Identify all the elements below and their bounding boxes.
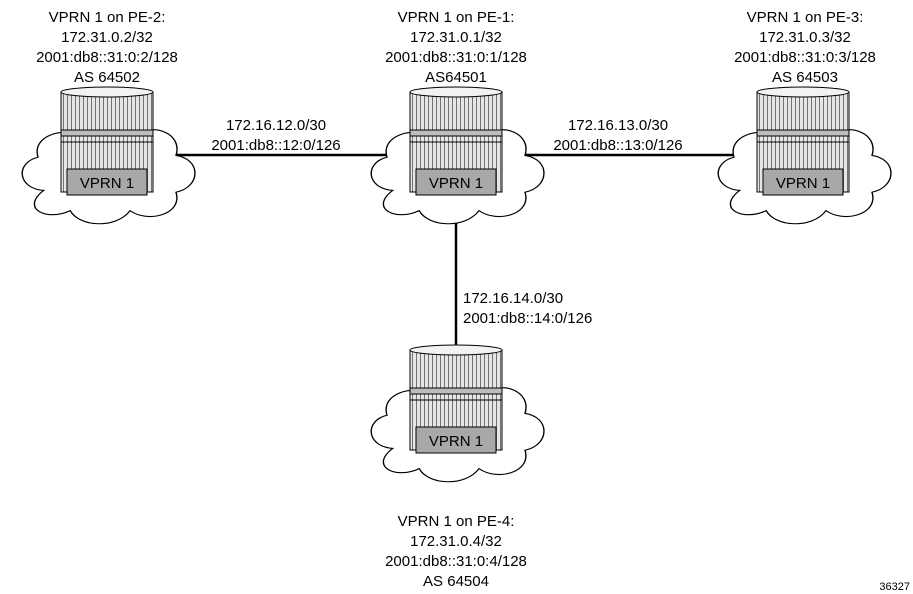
vprn-label: VPRN 1	[429, 175, 483, 192]
link-pe1-pe3-ipv4: 172.16.13.0/30	[568, 117, 668, 134]
pe4-title: VPRN 1 on PE-4:	[398, 513, 515, 530]
pe4-ipv6: 2001:db8::31:0:4/128	[385, 553, 527, 570]
pe4-ipv4: 172.31.0.4/32	[410, 533, 502, 550]
pe2-info: VPRN 1 on PE-2: 172.31.0.2/32 2001:db8::…	[36, 9, 178, 86]
pe3-ipv4: 172.31.0.3/32	[759, 29, 851, 46]
pe1-ipv6: 2001:db8::31:0:1/128	[385, 49, 527, 66]
pe3-ipv6: 2001:db8::31:0:3/128	[734, 49, 876, 66]
link-pe1-pe4-ipv6: 2001:db8::14:0/126	[463, 310, 592, 327]
link-pe1-pe4-ipv4: 172.16.14.0/30	[463, 290, 563, 307]
pe2-ipv6: 2001:db8::31:0:2/128	[36, 49, 178, 66]
link-pe1-pe3-ipv6: 2001:db8::13:0/126	[553, 137, 682, 154]
link-pe1-pe2-labels: 172.16.12.0/30 2001:db8::12:0/126	[211, 117, 340, 154]
pe4-as: AS 64504	[423, 573, 489, 590]
node-pe4: VPRN 1	[370, 344, 545, 483]
vprn-label-box	[415, 426, 497, 454]
vprn-label: VPRN 1	[776, 175, 830, 192]
pe1-title: VPRN 1 on PE-1:	[398, 9, 515, 26]
link-pe1-pe2-ipv4: 172.16.12.0/30	[226, 117, 326, 134]
link-pe1-pe3-labels: 172.16.13.0/30 2001:db8::13:0/126	[553, 117, 682, 154]
pe3-info: VPRN 1 on PE-3: 172.31.0.3/32 2001:db8::…	[734, 9, 876, 86]
vprn-label-box	[762, 168, 844, 196]
figure-id: 36327	[879, 581, 910, 593]
pe1-as: AS64501	[425, 69, 487, 86]
vprn-label: VPRN 1	[429, 433, 483, 450]
node-pe3: VPRN 1	[717, 86, 892, 225]
pe3-title: VPRN 1 on PE-3:	[747, 9, 864, 26]
pe1-ipv4: 172.31.0.1/32	[410, 29, 502, 46]
pe2-title: VPRN 1 on PE-2:	[49, 9, 166, 26]
link-pe1-pe4-labels: 172.16.14.0/30 2001:db8::14:0/126	[463, 290, 592, 327]
pe4-info: VPRN 1 on PE-4: 172.31.0.4/32 2001:db8::…	[385, 513, 527, 590]
node-pe2: VPRN 1	[21, 86, 196, 225]
pe1-info: VPRN 1 on PE-1: 172.31.0.1/32 2001:db8::…	[385, 9, 527, 86]
pe2-as: AS 64502	[74, 69, 140, 86]
node-pe1: VPRN 1	[370, 86, 545, 225]
link-pe1-pe2-ipv6: 2001:db8::12:0/126	[211, 137, 340, 154]
pe3-as: AS 64503	[772, 69, 838, 86]
vprn-label-box	[66, 168, 148, 196]
vprn-label-box	[415, 168, 497, 196]
pe2-ipv4: 172.31.0.2/32	[61, 29, 153, 46]
vprn-label: VPRN 1	[80, 175, 134, 192]
